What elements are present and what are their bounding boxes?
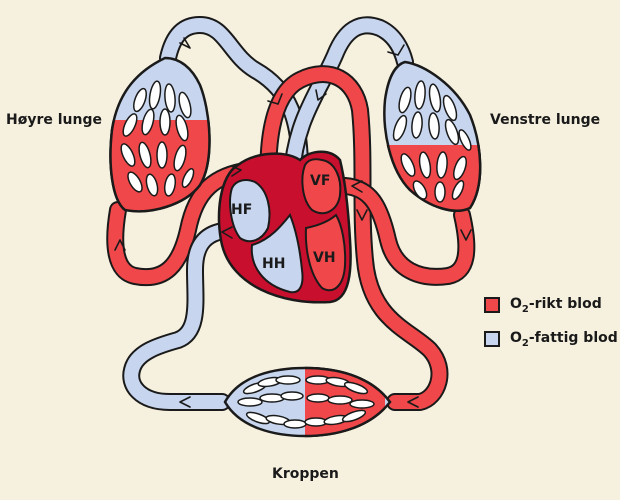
aorta — [259, 65, 449, 411]
legend-label-oxygen-rich: O2-rikt blod — [510, 296, 602, 315]
arrow-icon — [351, 180, 363, 193]
heart-label-hh: HH — [262, 256, 285, 272]
pulmonary-vein-left — [336, 177, 476, 286]
arrow-icon — [179, 396, 191, 408]
pulmonary-vein-right — [106, 161, 259, 287]
arrow-icon — [460, 229, 472, 241]
arrow-icon — [267, 93, 283, 105]
flow-arrows — [114, 37, 472, 408]
heart: HF HH VF VH — [217, 150, 352, 304]
arrow-icon — [356, 209, 368, 221]
left-ventricle — [304, 213, 347, 292]
heart-label-vf: VF — [310, 173, 330, 189]
heart-label-hf: HF — [231, 202, 252, 218]
right-lung — [109, 56, 211, 213]
arrow-icon — [387, 44, 405, 56]
left-lung — [383, 60, 482, 212]
arrow-icon — [230, 165, 242, 177]
vena-cava — [122, 221, 244, 411]
heart-label-vh: VH — [313, 250, 336, 266]
arrow-icon — [407, 396, 419, 408]
vessels — [106, 16, 476, 411]
legend-label-oxygen-poor: O2-fattig blod — [510, 330, 618, 349]
legend-swatch-oxygen-poor — [484, 331, 500, 347]
pulmonary-artery-right — [159, 16, 309, 179]
left-atrium — [301, 158, 342, 215]
arrow-icon — [114, 239, 126, 251]
body-capillaries — [223, 366, 392, 438]
arrow-icon — [315, 89, 327, 101]
arrow-icon — [179, 37, 191, 49]
label-body: Kroppen — [272, 466, 339, 482]
right-ventricle — [250, 213, 304, 294]
legend-swatch-oxygen-rich — [484, 297, 500, 313]
arrow-icon — [221, 226, 233, 239]
label-right-lung: Høyre lunge — [6, 112, 102, 128]
right-atrium — [229, 179, 271, 243]
pulmonary-artery-left — [283, 16, 414, 184]
label-left-lung: Venstre lunge — [490, 112, 601, 128]
